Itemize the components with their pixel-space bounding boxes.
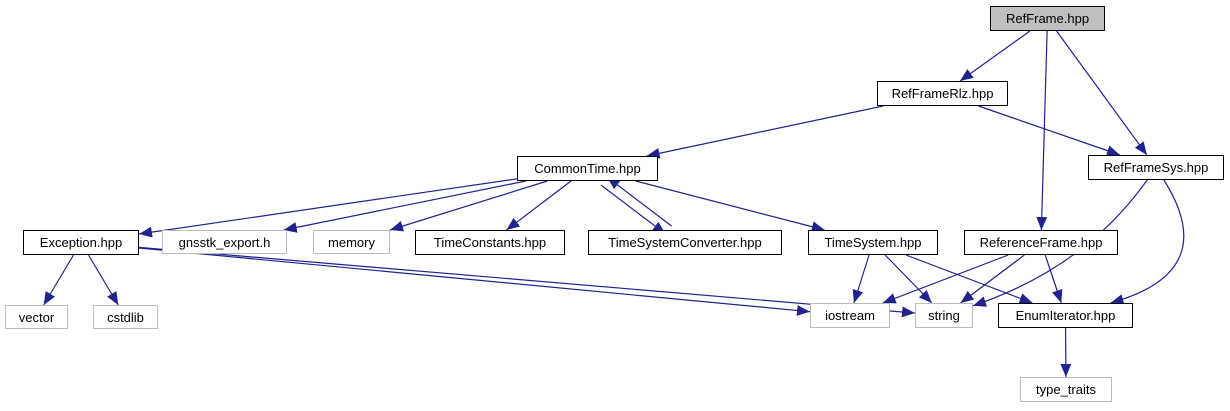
node-enumiterator[interactable]: EnumIterator.hpp [998, 303, 1133, 328]
edge-referenceframe-to-enumiterator [1044, 254, 1063, 304]
node-refframesys[interactable]: RefFrameSys.hpp [1088, 155, 1224, 180]
edge-refframe-to-referenceframe [1036, 30, 1048, 231]
edge-commontime-to-gnsstk-export [283, 180, 526, 233]
edge-timesystemconverter-to-commontime [606, 176, 672, 227]
edge-timesystem-to-iostream [852, 254, 870, 304]
node-cstdlib: cstdlib [93, 305, 158, 329]
edge-refframerlz-to-refframesys [978, 105, 1121, 156]
edge-refframerlz-to-commontime [646, 105, 884, 159]
edge-exception-to-iostream [138, 247, 811, 316]
node-iostream: iostream [810, 303, 890, 328]
edge-commontime-to-exception [138, 178, 518, 238]
node-memory: memory [313, 230, 390, 254]
edge-commontime-to-memory [389, 180, 548, 232]
node-exception[interactable]: Exception.hpp [23, 230, 139, 255]
node-refframerlz[interactable]: RefFrameRlz.hpp [877, 81, 1008, 106]
node-refframe: RefFrame.hpp [990, 6, 1105, 31]
node-timesystem[interactable]: TimeSystem.hpp [808, 230, 938, 255]
edge-exception-to-string [138, 246, 916, 318]
edge-exception-to-cstdlib [87, 254, 119, 306]
edge-refframesys-to-enumiterator [1110, 179, 1185, 305]
node-type-traits: type_traits [1020, 377, 1112, 402]
edge-refframe-to-refframerlz [959, 30, 1031, 82]
edge-refframe-to-refframesys [1056, 30, 1148, 156]
node-commontime[interactable]: CommonTime.hpp [517, 156, 658, 181]
edge-timesystem-to-string [884, 254, 933, 304]
node-vector: vector [5, 305, 68, 329]
edge-commontime-to-timesystem [635, 180, 825, 232]
edge-timesystem-to-enumiterator [905, 254, 1033, 304]
node-timeconstants[interactable]: TimeConstants.hpp [415, 230, 565, 255]
edge-referenceframe-to-string [960, 254, 1025, 304]
edge-referenceframe-to-iostream [882, 254, 1009, 304]
edge-commontime-to-timeconstants [506, 180, 572, 231]
node-timesystemconverter[interactable]: TimeSystemConverter.hpp [588, 230, 782, 255]
edge-exception-to-vector [43, 254, 75, 306]
node-referenceframe[interactable]: ReferenceFrame.hpp [964, 230, 1118, 255]
edge-commontime-to-timesystemconverter [600, 184, 666, 235]
edge-refframesys-to-string [972, 179, 1148, 307]
node-string: string [915, 303, 973, 328]
node-gnsstk-export: gnsstk_export.h [162, 230, 287, 254]
